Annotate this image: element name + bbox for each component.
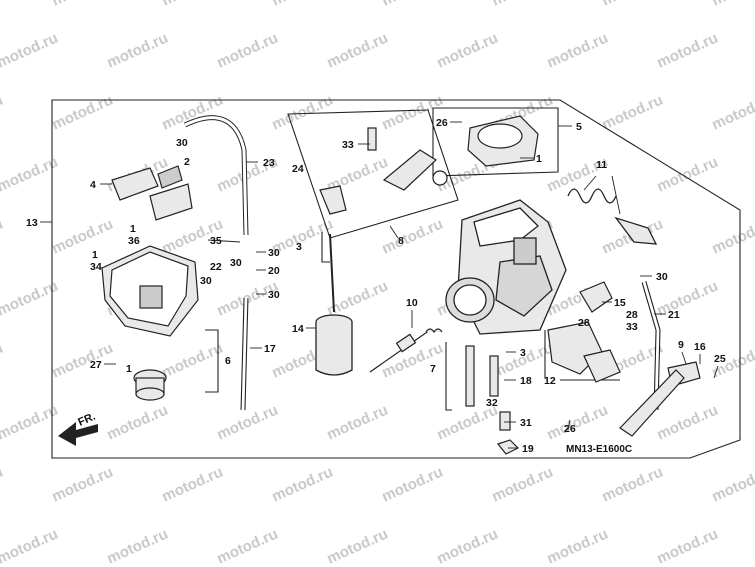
throttle-slide	[315, 314, 353, 376]
subframe-5	[432, 107, 559, 177]
callout-13: 13	[26, 217, 38, 229]
callout-8: 8	[398, 235, 404, 247]
callout-1: 1	[536, 153, 542, 165]
adjust-screw	[369, 328, 443, 373]
callout-23: 23	[263, 157, 275, 169]
callout-5: 5	[576, 121, 582, 133]
callout-28: 28	[626, 309, 638, 321]
bracket-12	[544, 330, 620, 381]
callout-34: 34	[90, 261, 102, 273]
callout-9: 9	[678, 339, 684, 351]
callout-36: 36	[128, 235, 140, 247]
callout-3: 3	[520, 347, 526, 359]
lever-assembly	[319, 127, 448, 215]
callout-7: 7	[430, 363, 436, 375]
carburetor-body	[445, 199, 567, 335]
diagram-code: MN13-E1600C	[566, 444, 632, 455]
callout-11: 11	[596, 159, 607, 171]
front-arrow: FR.	[58, 411, 98, 446]
callout-22: 22	[210, 261, 222, 273]
callout-26: 26	[436, 117, 448, 129]
bracket-7	[445, 342, 452, 411]
callout-30: 30	[268, 247, 280, 259]
bracket-3a	[321, 232, 330, 263]
float	[111, 165, 193, 221]
callout-4: 4	[90, 179, 96, 191]
callout-17: 17	[264, 343, 276, 355]
callout-35: 35	[210, 235, 222, 247]
callout-30: 30	[230, 257, 242, 269]
throttle-spring	[567, 188, 658, 245]
fuel-line-23	[183, 115, 249, 236]
callout-1: 1	[130, 223, 136, 235]
callout-30: 30	[176, 137, 188, 149]
subframe-8	[287, 109, 459, 239]
callout-32: 32	[486, 397, 498, 409]
outer-frame	[51, 99, 741, 459]
callout-16: 16	[694, 341, 706, 353]
drain-cap	[133, 369, 167, 401]
callout-1: 1	[126, 363, 132, 375]
jet-needle	[329, 233, 335, 313]
callout-26: 26	[564, 423, 576, 435]
float-bowl	[101, 245, 199, 337]
callout-14: 14	[292, 323, 304, 335]
callout-3: 3	[296, 241, 302, 253]
bracket-6	[205, 329, 219, 393]
callout-30: 30	[268, 289, 280, 301]
callout-31: 31	[520, 417, 532, 429]
callout-1: 1	[92, 249, 98, 261]
callout-21: 21	[668, 309, 680, 321]
callout-25: 25	[714, 353, 726, 365]
callout-20: 20	[268, 265, 280, 277]
callout-labels: 30 2 4 23 13 1 36 1 34 35 30 22 30 30 20…	[26, 117, 726, 455]
callout-10: 10	[406, 297, 418, 309]
choke-lever	[619, 361, 701, 437]
jet-set	[465, 345, 520, 455]
top-cover	[467, 115, 539, 167]
leader-lines	[40, 121, 719, 449]
callout-27: 27	[90, 359, 102, 371]
callout-30: 30	[656, 271, 668, 283]
callout-15: 15	[614, 297, 626, 309]
callout-28: 28	[578, 317, 590, 329]
callout-24: 24	[292, 163, 304, 175]
callout-6: 6	[225, 355, 231, 367]
callout-12: 12	[544, 375, 556, 387]
callout-33: 33	[626, 321, 638, 333]
callout-18: 18	[520, 375, 532, 387]
callout-30: 30	[200, 275, 212, 287]
callout-33: 33	[342, 139, 354, 151]
callout-2: 2	[184, 156, 190, 168]
accelerator-pump	[547, 281, 621, 383]
callout-19: 19	[522, 443, 534, 455]
